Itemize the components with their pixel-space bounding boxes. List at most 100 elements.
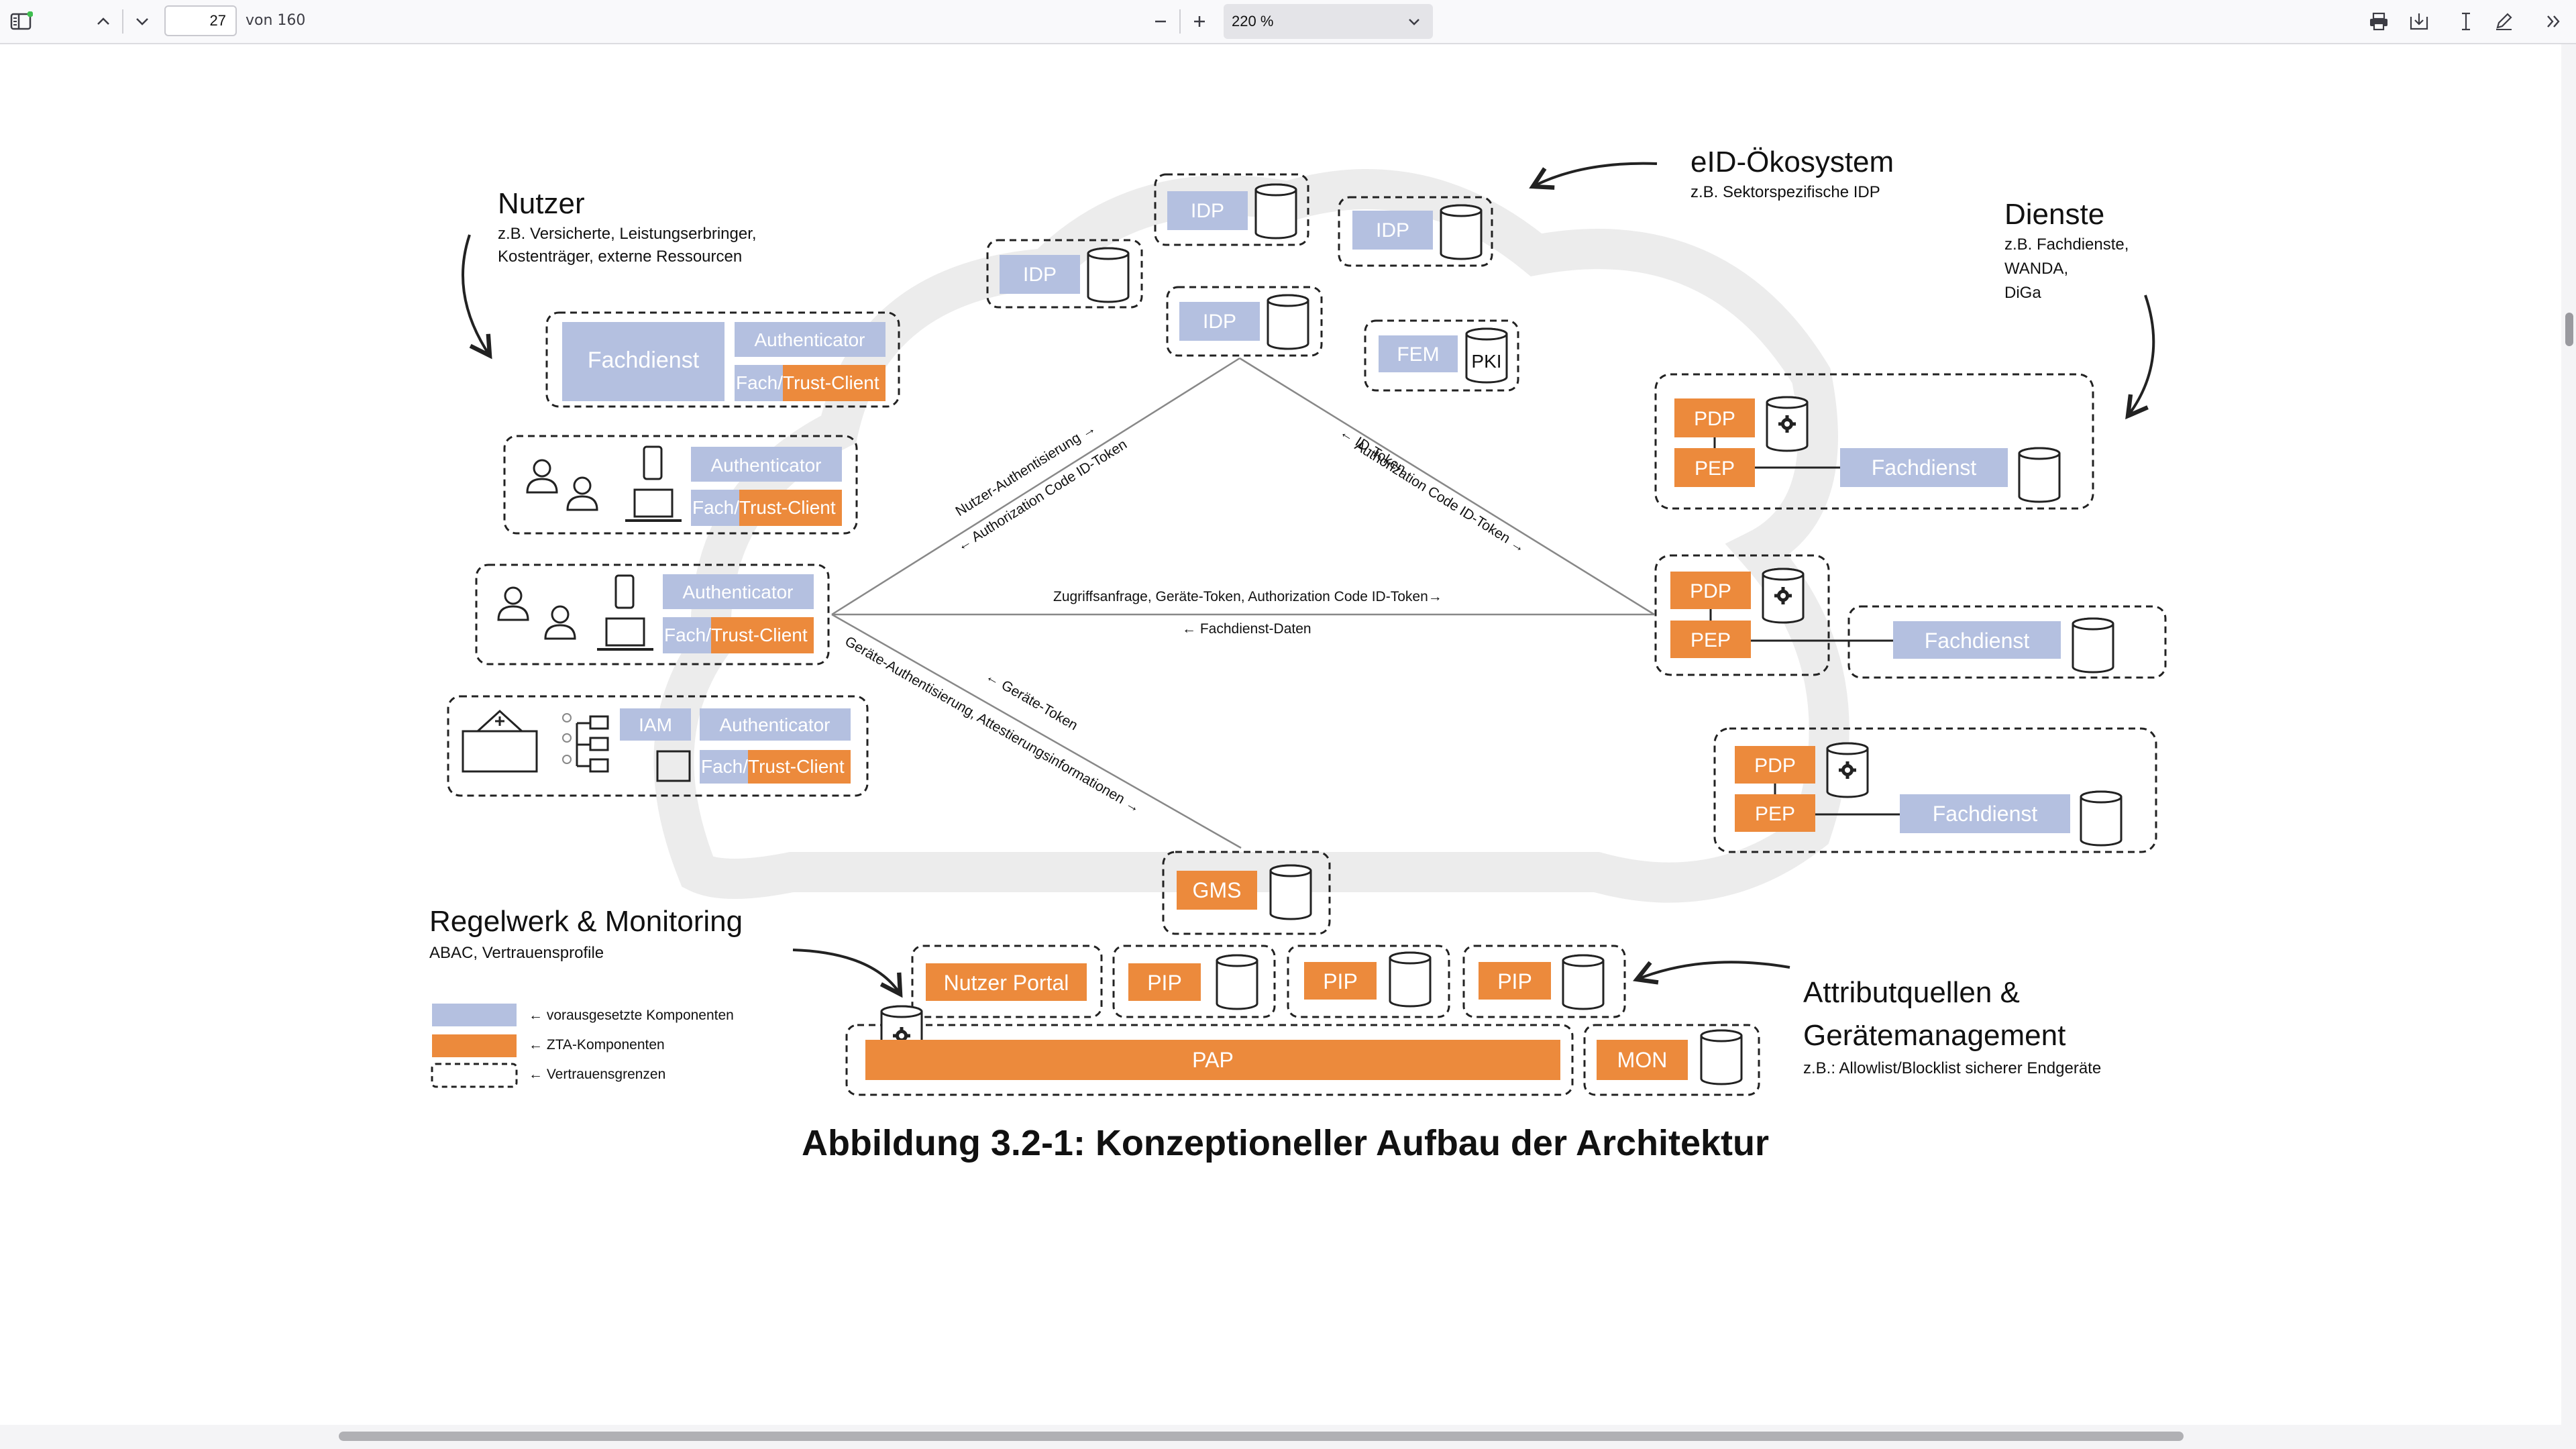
page-number-input[interactable]: 27 [164,5,237,36]
pep-label: PEP [1755,803,1795,825]
sidebar-toggle-button[interactable] [5,5,38,38]
zoom-select[interactable]: 220 % [1224,4,1433,39]
hospital-icon [462,709,538,773]
pdf-toolbar: 27 von 160 220 % [0,0,2576,44]
list-icon [656,750,691,782]
zoom-in-button[interactable] [1183,5,1216,38]
nutzer-arrow [462,234,492,360]
fach-label: Fach/ [701,756,748,777]
idp-group-2: IDP [1338,196,1493,267]
legend-zta: ← ZTA-Komponenten [529,1037,665,1053]
mon-label: MON [1617,1048,1668,1072]
nutzer-subtitle-2: Kostenträger, externe Ressourcen [498,248,742,266]
dienste-title: Dienste [2004,198,2104,231]
person-icon [566,476,598,511]
text-cursor-icon [2462,12,2470,31]
database-person-icon [1267,294,1309,350]
trust-client-label: Trust-Client [711,625,808,645]
fachdienst-label: Fachdienst [588,347,700,373]
fem-group: FEM PKI [1364,319,1519,392]
pki-label: PKI [1471,351,1501,372]
nutzer-portal-group: Nutzer Portal [911,945,1103,1018]
nutzer-portal-label: Nutzer Portal [944,971,1069,995]
nutzer-group-2: Authenticator Fach/ Trust-Client [503,435,858,535]
dienst-group-1: PDP PEP Fachdienst [1654,373,2094,510]
document-page: Nutzer z.B. Versicherte, Leistungserbrin… [0,44,2561,1425]
dienste-subtitle-2: WANDA, [2004,260,2068,278]
trust-client-label: Trust-Client [739,497,836,518]
save-button[interactable] [2403,5,2435,38]
flow-geraete-auth: Geräte-Authentisierung, Attestierungsinf… [843,633,1143,816]
chevron-down-icon [1409,19,1419,25]
authenticator-box [735,322,885,357]
toolbar-separator [1179,9,1181,34]
database-user-icon [1389,951,1432,1008]
pdp-label: PDP [1694,408,1735,430]
database-plus-icon [2018,447,2061,503]
trust-client-label: Trust-Client [783,372,879,393]
previous-page-button[interactable] [87,5,119,38]
database-network-icon [1216,954,1258,1010]
pip-group-2: PIP [1287,945,1450,1018]
gms-label: GMS [1193,878,1242,902]
laptop-icon [625,488,682,522]
idp-label: IDP [1376,219,1409,241]
database-plus-icon [2072,617,2114,674]
nutzer-title: Nutzer [498,187,585,220]
person-icon [544,605,576,640]
pep-label: PEP [1695,458,1735,480]
authenticator-label: Authenticator [711,455,822,476]
draw-button[interactable] [2487,5,2520,38]
flow-fachdienst-daten: ← Fachdienst-Daten [1182,621,1311,637]
legend-vorausgesetzt: ← vorausgesetzte Komponenten [529,1008,734,1023]
more-tools-button[interactable] [2537,5,2569,38]
vertical-scrollbar[interactable] [2561,44,2576,1425]
database-device-icon [1269,864,1312,920]
trust-client-label: Trust-Client [748,756,845,777]
authenticator-label: Authenticator [755,329,865,350]
print-button[interactable] [2363,5,2395,38]
pip-label: PIP [1497,969,1532,994]
pip-group-1: PIP [1112,945,1276,1018]
attribut-title-2: Gerätemanagement [1803,1019,2065,1052]
next-page-button[interactable] [126,5,158,38]
architecture-figure: Nutzer z.B. Versicherte, Leistungserbrin… [429,146,2167,1163]
idp-label: IDP [1191,200,1224,222]
pdp-label: PDP [1754,755,1796,777]
horizontal-scrollbar[interactable] [0,1425,2576,1449]
idp-group-1: IDP [1154,173,1309,246]
chevron-down-icon [136,18,148,25]
nutzer-group-3: Authenticator Fach/ Trust-Client [475,564,830,665]
database-plus-icon [2080,790,2123,847]
network-icon [576,715,609,773]
dienst-group-2: PDP PEP Fachdienst [1654,554,2167,679]
laptop-icon [597,617,653,651]
pencil-icon [2496,13,2512,30]
dienste-subtitle-3: DiGa [2004,284,2041,302]
person-icon [497,586,529,621]
legend-vertrauen: ← Vertrauensgrenzen [529,1067,665,1082]
vertical-scroll-thumb[interactable] [2565,313,2573,346]
figure-caption: Abbildung 3.2-1: Konzeptioneller Aufbau … [802,1123,1769,1163]
nutzer-subtitle-1: z.B. Versicherte, Leistungserbringer, [498,225,757,243]
zoom-out-button[interactable] [1144,5,1177,38]
flow-lines [831,357,1655,849]
database-list-icon [1562,954,1605,1010]
text-tool-button[interactable] [2450,5,2482,38]
gms-group: GMS [1162,851,1331,935]
pip-label: PIP [1147,971,1182,995]
nutzer-group-4: IAM Authenticator Fach/ Trust-Client [447,695,869,797]
attribut-subtitle: z.B.: Allowlist/Blocklist sicherer Endge… [1803,1059,2101,1077]
legend-swatch-dashed [431,1063,518,1088]
cloud-background [653,169,1849,903]
legend: ← vorausgesetzte Komponenten ← ZTA-Kompo… [431,1004,734,1088]
horizontal-scroll-thumb[interactable] [339,1432,2184,1441]
printer-icon [2370,12,2387,31]
nutzer-group-1: Fachdienst Authenticator Fach/ Trust-Cli… [545,311,900,408]
eid-arrow [1529,162,1658,190]
pdp-label: PDP [1690,580,1731,602]
attribut-title-1: Attributquellen & [1803,976,2020,1009]
double-chevron-right-icon [2547,15,2560,28]
idp-label: IDP [1023,264,1057,286]
fem-label: FEM [1397,343,1439,366]
